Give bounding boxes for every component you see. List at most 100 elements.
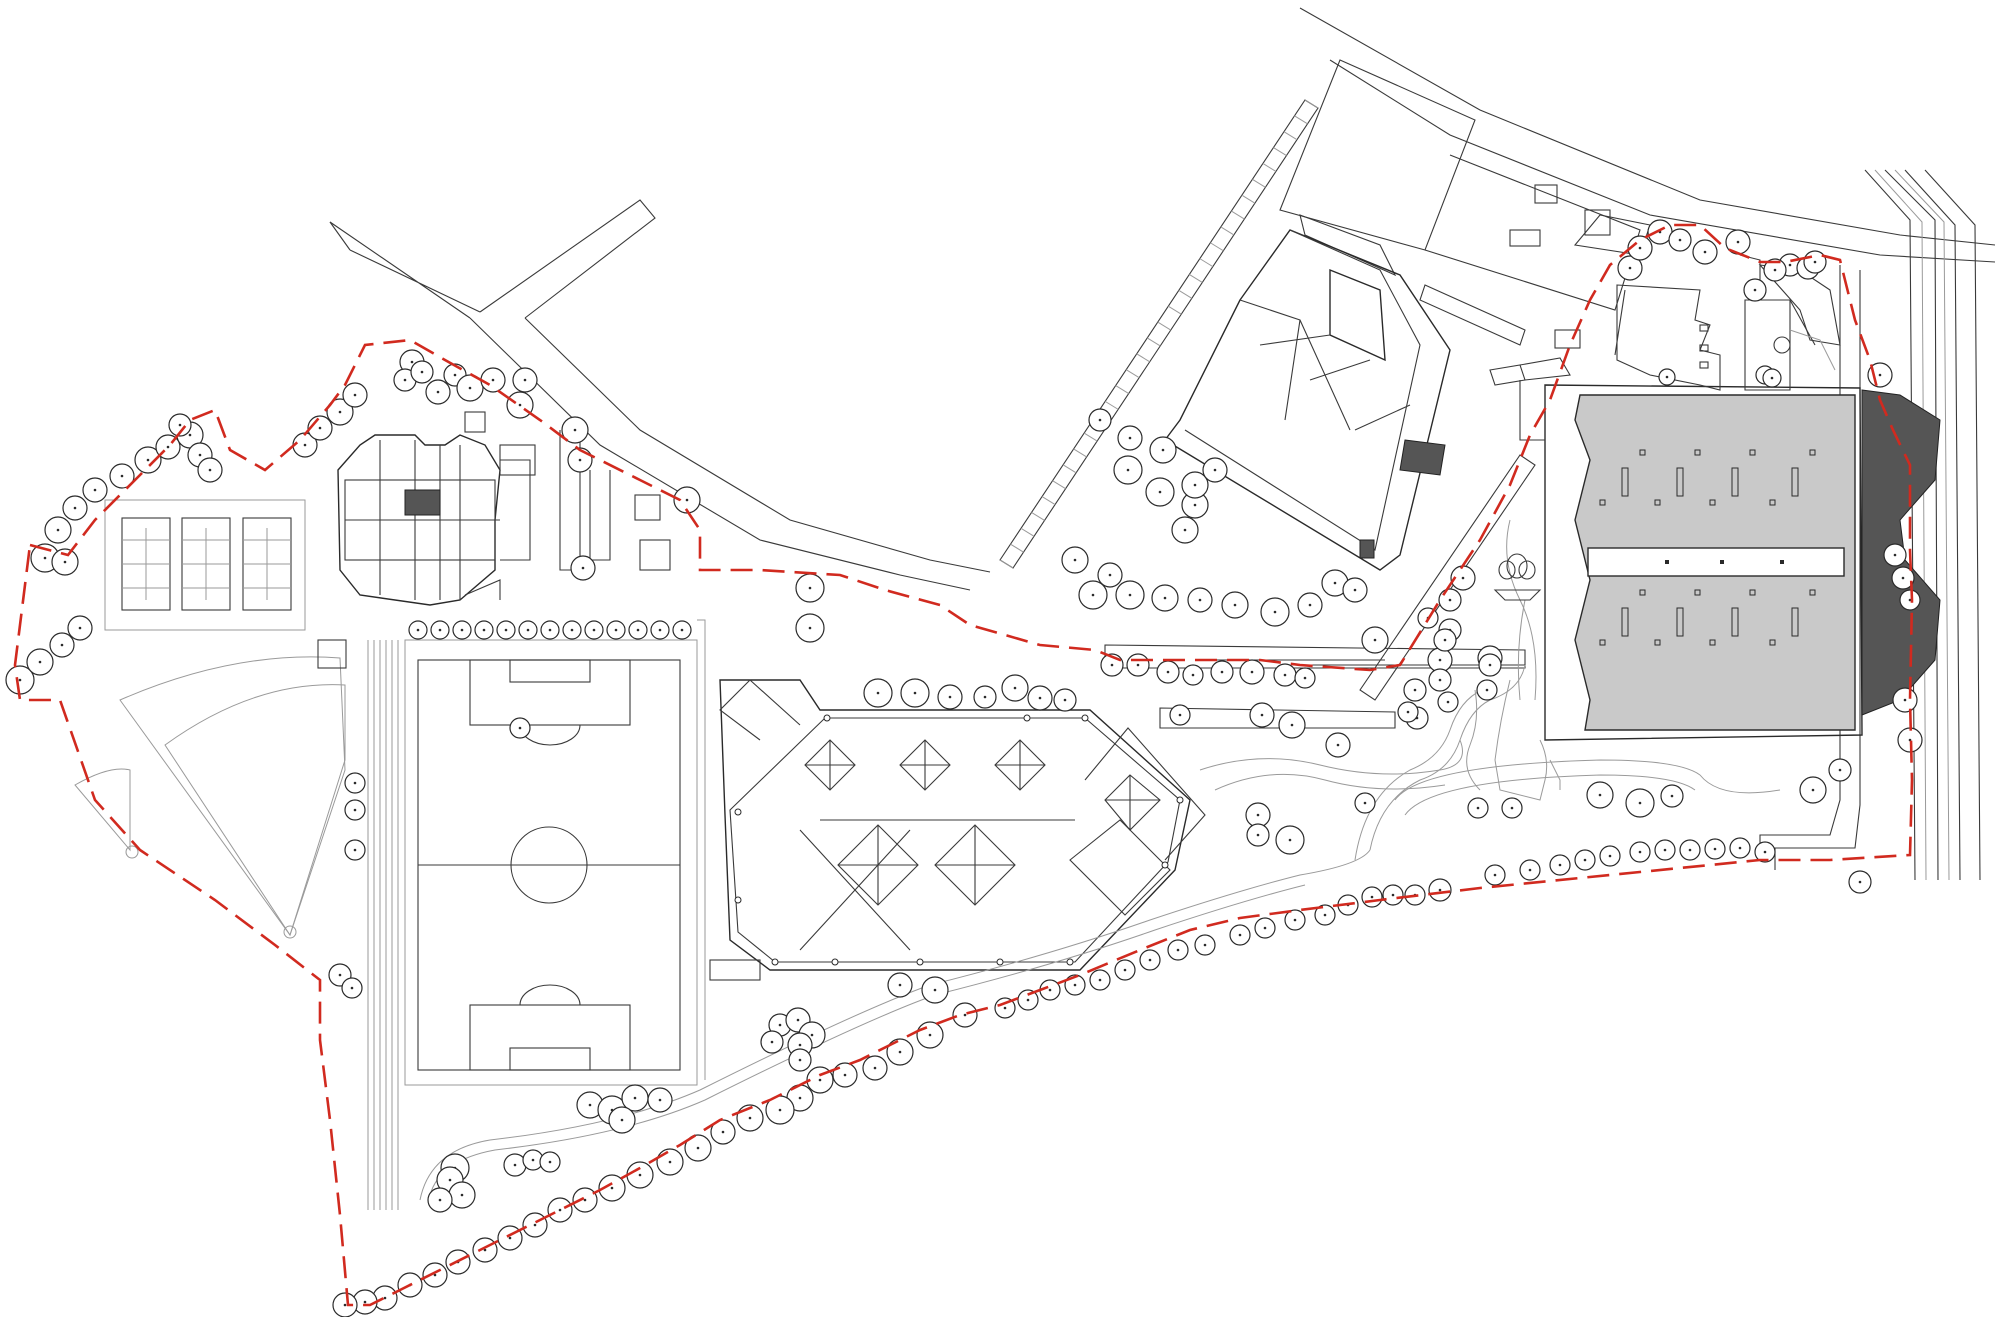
parking-stall [1231, 210, 1245, 220]
tree-center [1406, 710, 1410, 714]
tree-center [1166, 670, 1170, 674]
tree-center [808, 626, 812, 630]
tree-center [1178, 713, 1182, 717]
tree-center [1598, 793, 1602, 797]
tree-center [548, 628, 552, 632]
tree-center [460, 1193, 464, 1197]
tree-center [1263, 926, 1267, 930]
trees [5, 219, 1923, 1317]
tree-center [1638, 246, 1642, 250]
parking-stall [1262, 163, 1277, 172]
tree-center [453, 373, 457, 377]
tree-center [448, 1178, 452, 1182]
tree-center [548, 1160, 552, 1164]
tree-center [416, 628, 420, 632]
tree-center [1670, 794, 1674, 798]
tree-center [721, 1130, 725, 1134]
tree-center [933, 988, 937, 992]
tree-center [43, 556, 47, 560]
tree-center [208, 468, 212, 472]
tree-center [1108, 573, 1112, 577]
tree-center [436, 390, 440, 394]
tree-center [1901, 576, 1905, 580]
tree-center [873, 1066, 877, 1070]
roof-vent [1639, 589, 1646, 596]
roof-skylight [1731, 607, 1739, 637]
tree-center [1203, 943, 1207, 947]
tree-center [1128, 436, 1132, 440]
parking-stall [1115, 385, 1129, 394]
tree-center [1303, 676, 1307, 680]
tree-center [343, 1303, 347, 1307]
column-marker [734, 808, 742, 816]
athletics-track [367, 640, 399, 1210]
tree-center [1136, 663, 1140, 667]
roof-skylight [1676, 607, 1684, 637]
tree-center [1126, 468, 1130, 472]
tree-center [1213, 468, 1217, 472]
tree-center [1638, 850, 1642, 854]
parking-stall [1199, 258, 1214, 268]
roof-vent [1809, 589, 1816, 596]
column-marker [734, 896, 742, 904]
column-marker [996, 958, 1004, 966]
tree-center [1703, 250, 1707, 254]
tree-center [1391, 893, 1395, 897]
parking-stall [1104, 400, 1119, 410]
tree-center [1048, 988, 1052, 992]
tree-center [1063, 698, 1067, 702]
tree-center [1893, 553, 1897, 557]
tree-center [1003, 1006, 1007, 1010]
tree-center [1308, 603, 1312, 607]
tree-center [1220, 670, 1224, 674]
tree-center [1908, 738, 1912, 742]
roof-vent [1749, 449, 1756, 456]
tree-center [1446, 700, 1450, 704]
tree-center [353, 781, 357, 785]
column-marker [1161, 861, 1169, 869]
parking-stall [1041, 496, 1056, 505]
tree-center [353, 808, 357, 812]
tree-center [350, 986, 354, 990]
parking-stall [1157, 321, 1172, 331]
tree-center [1323, 913, 1327, 917]
tree-center [518, 403, 522, 407]
tree-center [78, 626, 82, 630]
parking-stall [1010, 543, 1024, 553]
tree-center [1273, 610, 1277, 614]
tree-center [178, 423, 182, 427]
tree-center [1373, 638, 1377, 642]
roof-vent [1720, 560, 1724, 564]
tree-center [1123, 968, 1127, 972]
tree-center [518, 726, 522, 730]
tree-center [578, 458, 582, 462]
column-marker [916, 958, 924, 966]
tree-center [1713, 847, 1717, 851]
tree-center [93, 488, 97, 492]
roof-vent [1709, 499, 1716, 506]
tree-center [363, 1300, 367, 1304]
tree-center [1663, 848, 1667, 852]
octagonal-building [337, 411, 671, 606]
tree-center [1628, 266, 1632, 270]
tree-center [1333, 581, 1337, 585]
tree-center [1238, 933, 1242, 937]
tree-center [56, 528, 60, 532]
tree-center [1488, 663, 1492, 667]
tree-center [685, 498, 689, 502]
parking-stall [1220, 226, 1235, 236]
tree-center [798, 1043, 802, 1047]
tree-center [1370, 895, 1374, 899]
tree-center [1073, 558, 1077, 562]
tree-center [383, 1296, 387, 1300]
tree-center [1193, 503, 1197, 507]
tree-center [638, 1173, 642, 1177]
parking-stall [1210, 242, 1224, 252]
footpaths [419, 519, 1781, 1201]
column-marker [1081, 714, 1089, 722]
column-marker [771, 958, 779, 966]
tree-center [438, 628, 442, 632]
tree-center [483, 1248, 487, 1252]
tree-center [876, 691, 880, 695]
tree-center [843, 1073, 847, 1077]
